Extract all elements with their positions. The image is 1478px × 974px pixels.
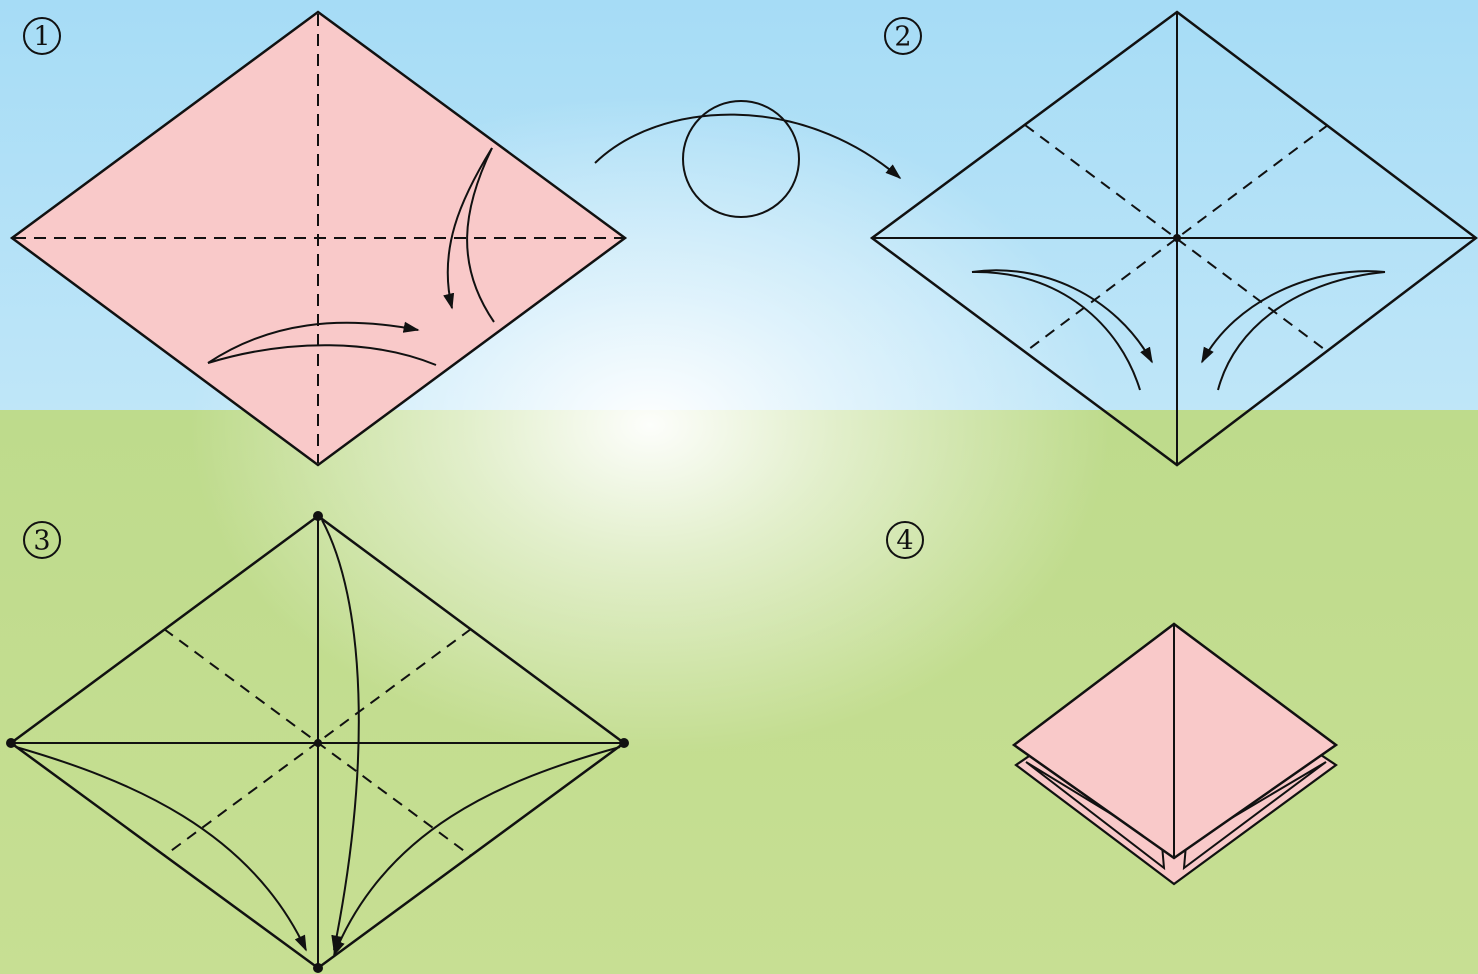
crease-point-icon bbox=[313, 511, 323, 521]
step-4-number: 4 bbox=[896, 526, 913, 557]
step-3-diagram: 3 bbox=[6, 511, 629, 973]
step-4-number-badge: 4 bbox=[886, 521, 924, 559]
fold-arrow-guide bbox=[1217, 271, 1386, 391]
crease-point-icon bbox=[1173, 234, 1181, 242]
turn-over-loop bbox=[682, 100, 800, 218]
step-2-diagonal-crease bbox=[1024, 124, 1329, 353]
crease-point-icon bbox=[313, 963, 323, 973]
step-3-number-badge: 3 bbox=[23, 521, 61, 559]
fold-arrow-icon bbox=[333, 746, 621, 957]
step-1-number: 1 bbox=[33, 22, 50, 53]
step-1-diagram: 1 bbox=[9, 10, 628, 467]
crease-point-icon bbox=[619, 738, 629, 748]
step-2-diagonal-crease bbox=[1024, 124, 1329, 353]
step-2-number-badge: 2 bbox=[884, 17, 922, 55]
fold-arrow-guide bbox=[971, 270, 1141, 391]
turn-over-icon bbox=[594, 113, 902, 180]
step-1-number-badge: 1 bbox=[23, 17, 61, 55]
fold-arrow-guide bbox=[466, 147, 495, 323]
turn-over-symbol bbox=[594, 100, 902, 218]
crease-point-icon bbox=[6, 738, 16, 748]
step-3-number: 3 bbox=[33, 526, 50, 557]
step-2-diagram: 2 bbox=[869, 10, 1478, 467]
fold-arrow-icon bbox=[443, 147, 493, 310]
fold-arrow-guide bbox=[207, 344, 437, 366]
step-4-inner-flap bbox=[1025, 761, 1166, 871]
step-4-inner-flap bbox=[1182, 761, 1327, 871]
fold-arrow-icon bbox=[321, 519, 360, 952]
fold-arrow-icon bbox=[971, 269, 1153, 364]
fold-arrow-icon bbox=[1201, 270, 1386, 364]
fold-arrow-icon bbox=[207, 321, 420, 364]
crease-point-icon bbox=[314, 739, 322, 747]
step-2-number: 2 bbox=[894, 22, 911, 53]
step-4-diagram: 4 bbox=[886, 521, 1339, 886]
fold-arrow-icon bbox=[15, 746, 307, 952]
